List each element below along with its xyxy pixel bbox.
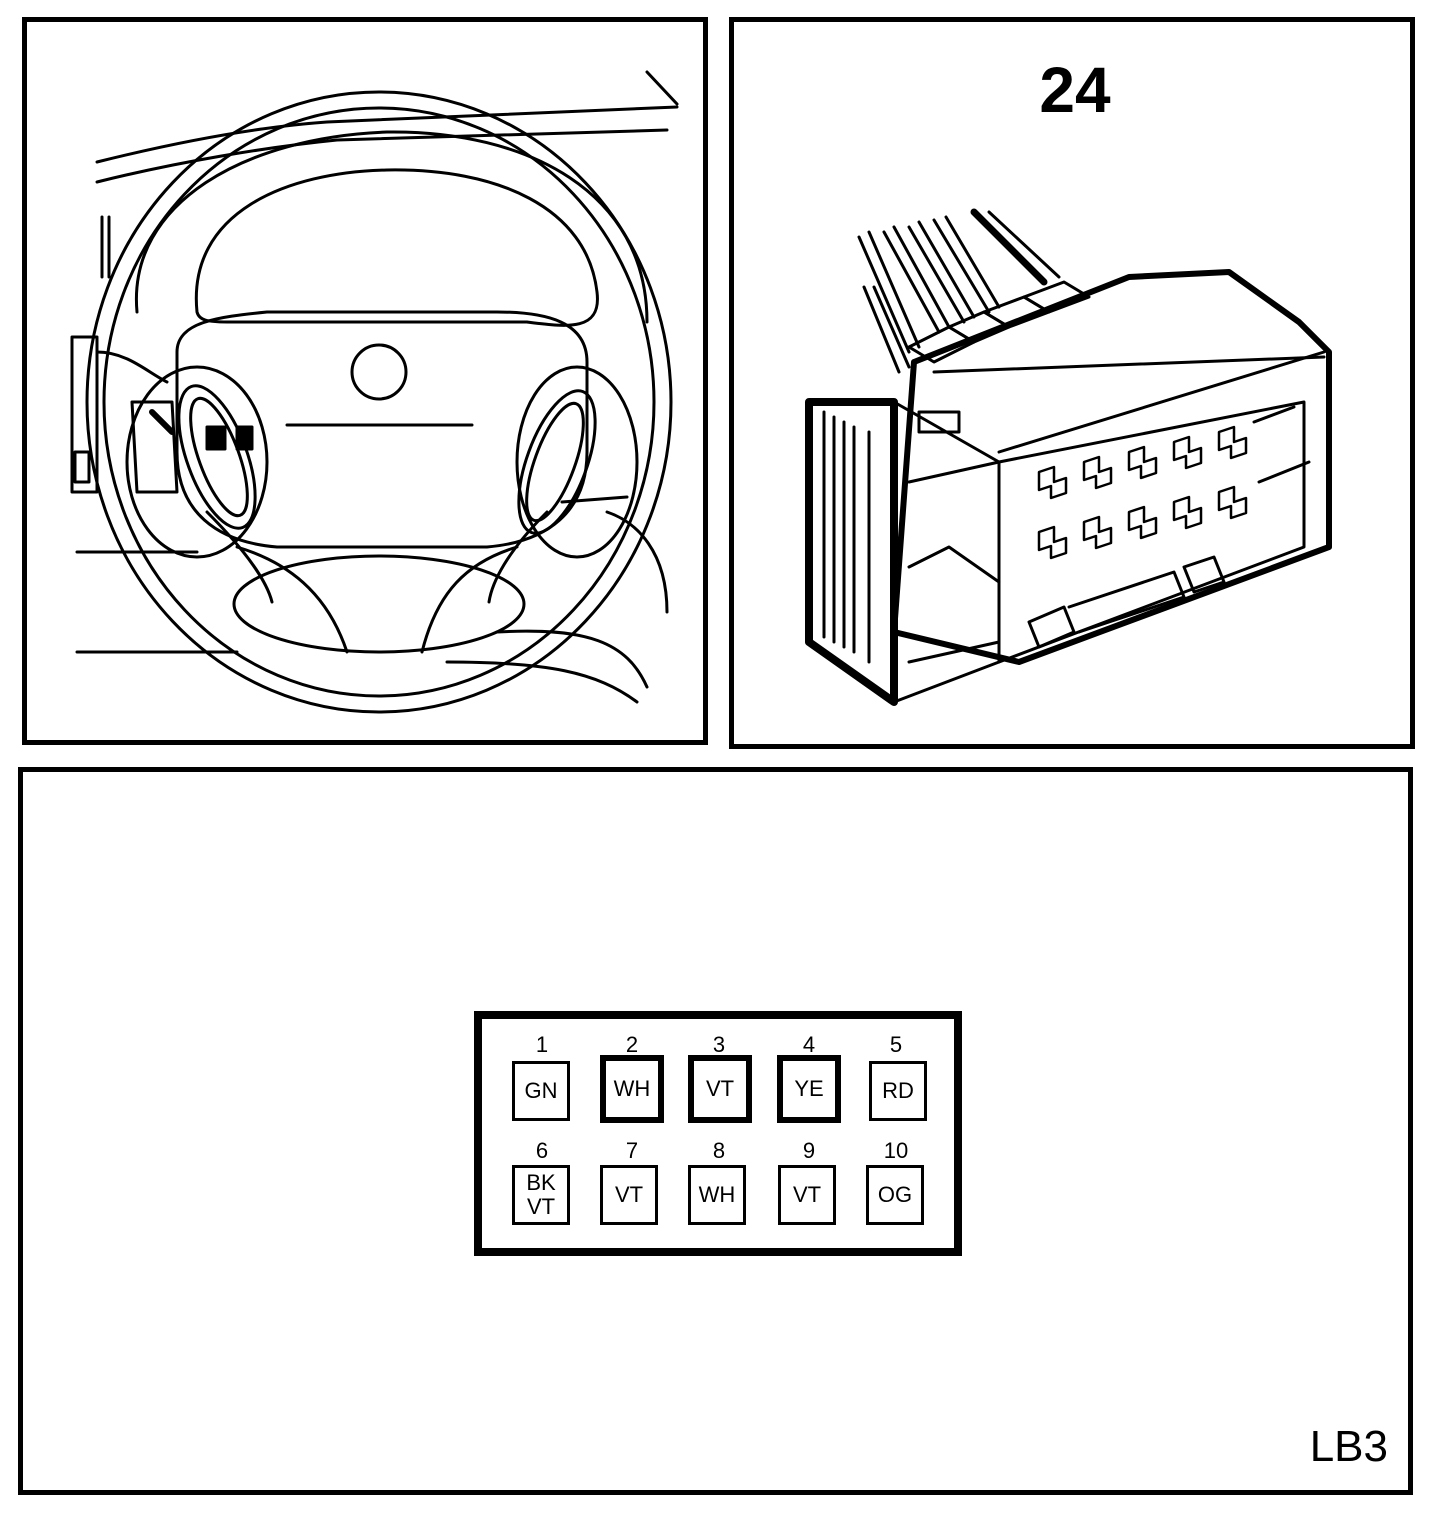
pin-cavity: YE (777, 1055, 841, 1123)
wire-color-code: VT (614, 1182, 644, 1207)
wire-color-code: VT (526, 1194, 556, 1219)
pin-cavity: OG (866, 1165, 924, 1225)
wire-color-code: OG (877, 1182, 913, 1207)
wire-color-code: YE (794, 1076, 824, 1101)
wire-color-code: VT (705, 1076, 735, 1101)
connector-number-label: 24 (1039, 54, 1111, 126)
wire-color-code: BK (526, 1170, 556, 1195)
figure-code-label: LB3 (1309, 1422, 1388, 1471)
pin-cavity: VT (600, 1165, 658, 1225)
pin-number: 3 (712, 1032, 726, 1057)
pin-number: 10 (883, 1138, 909, 1163)
pin-number: 8 (712, 1138, 726, 1163)
pin-cavity: WH (600, 1055, 664, 1123)
connector-illustration (805, 208, 1332, 706)
connector-panel: 24 (729, 17, 1415, 749)
pin-number: 2 (625, 1032, 639, 1057)
pin-cavity: VT (778, 1165, 836, 1225)
pin-number: 4 (802, 1032, 816, 1057)
wire-color-code: RD (882, 1078, 914, 1103)
connector-pin-block: 1 2 3 4 5 GN WH VT YE RD 6 7 8 9 10 BK V… (474, 1011, 962, 1256)
pin-cavity: WH (688, 1165, 746, 1225)
pin-number: 1 (535, 1032, 549, 1057)
pin-number: 9 (802, 1138, 816, 1163)
pin-cavity: BK VT (512, 1165, 570, 1225)
pin-cavity: VT (688, 1055, 752, 1123)
steering-wheel-illustration (70, 70, 679, 714)
wire-color-code: WH (698, 1182, 736, 1207)
wire-color-code: GN (524, 1078, 558, 1103)
steering-wheel-panel (22, 17, 708, 745)
pin-cavity: RD (869, 1061, 927, 1121)
pin-cavity: GN (512, 1061, 570, 1121)
pin-number: 6 (535, 1138, 549, 1163)
pin-number: 7 (625, 1138, 639, 1163)
pin-number: 5 (889, 1032, 903, 1057)
wire-color-code: WH (613, 1076, 651, 1101)
wire-color-code: VT (792, 1182, 822, 1207)
